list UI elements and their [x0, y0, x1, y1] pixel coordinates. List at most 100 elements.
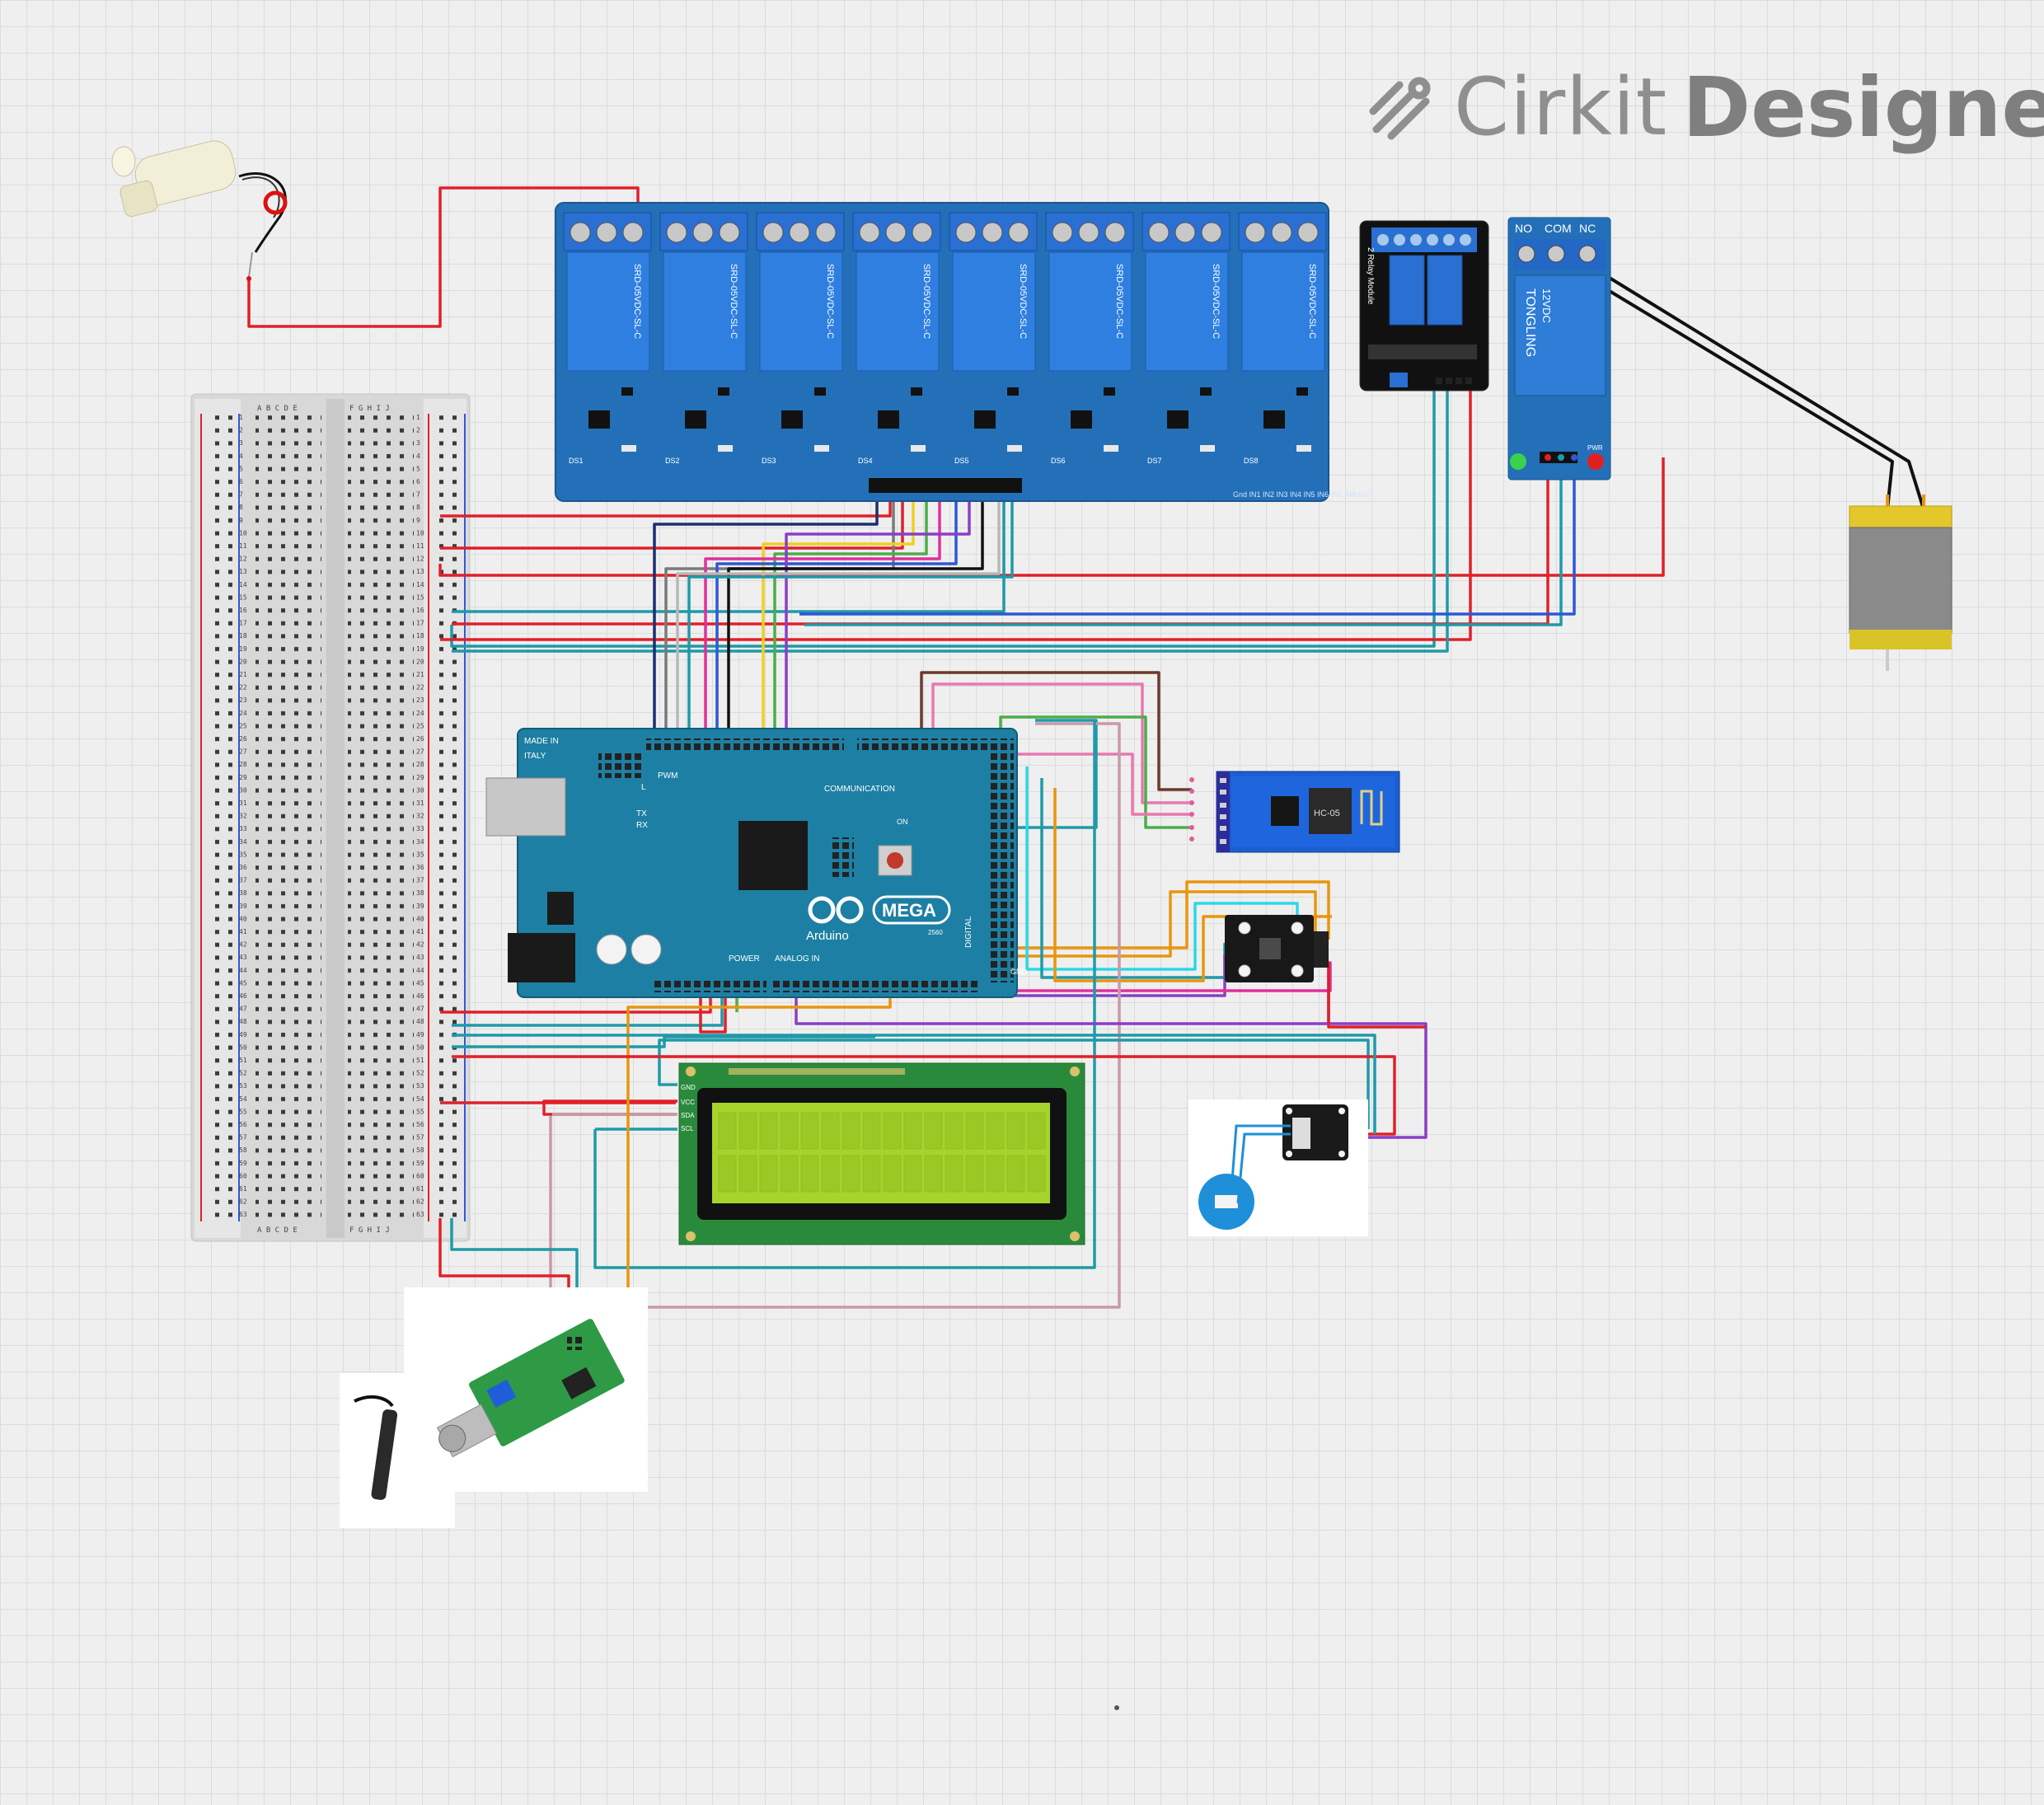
relay-module-1ch[interactable]: NO COM NC TONGLING 12VDC PWR: [1507, 217, 1611, 481]
arduino-l: L: [641, 783, 646, 792]
breadboard-row-number: 40: [416, 915, 424, 922]
wire-ard-pwr-2: [452, 986, 724, 1027]
color-sensor-tcs[interactable]: [1225, 915, 1329, 982]
breadboard-row-number: 8: [416, 504, 420, 511]
relay-text: SRD-05VDC-SL-C: [1018, 264, 1028, 339]
breadboard-row-number: 23: [239, 696, 247, 704]
tds-sensor[interactable]: [1188, 1099, 1368, 1236]
breadboard-row-number: 7: [416, 491, 420, 499]
breadboard-row-number: 45: [239, 979, 247, 987]
breadboard-row-number: 37: [416, 877, 424, 884]
breadboard-row-number: 24: [416, 710, 424, 717]
breadboard-row-number: 51: [239, 1057, 247, 1064]
breadboard-row-number: 60: [416, 1172, 424, 1179]
wire-tds-3: [1329, 1022, 1428, 1139]
breadboard-row-number: 28: [239, 761, 247, 768]
breadboard-row-number: 55: [239, 1108, 247, 1115]
breadboard-row-number: 33: [416, 825, 424, 832]
breadboard-row-number: 35: [416, 851, 424, 858]
breadboard-row-number: 53: [416, 1082, 424, 1090]
breadboard-row-number: 33: [239, 825, 247, 832]
breadboard-row-number: 20: [416, 658, 424, 665]
breadboard-row-number: 13: [416, 568, 424, 575]
breadboard-row-number: 15: [416, 593, 424, 601]
breadboard-row-number: 16: [416, 607, 424, 614]
breadboard-row-number: 44: [239, 967, 247, 974]
relay-led-label: DS4: [858, 457, 873, 465]
breadboard-row-number: 46: [239, 992, 247, 1000]
breadboard-row-number: 59: [239, 1160, 247, 1167]
breadboard-row-number: 30: [416, 786, 424, 794]
ph-sensor[interactable]: [340, 1287, 648, 1528]
breadboard-row-number: 46: [416, 992, 424, 1000]
relay1-term-com: COM: [1545, 222, 1572, 235]
breadboard-row-number: 38: [239, 889, 247, 897]
wire-lcd-sda: [549, 722, 1121, 1309]
breadboard-row-number: 52: [416, 1070, 424, 1077]
relay2-label: 2 Relay Module: [1366, 247, 1375, 305]
breadboard-row-number: 42: [416, 941, 424, 949]
relay-module-2ch[interactable]: 2 Relay Module: [1359, 220, 1489, 391]
wire-r8-in3: [762, 491, 915, 732]
breadboard-row-number: 16: [239, 607, 247, 614]
wire-bt-4: [1001, 752, 1192, 816]
breadboard-row-number: 50: [239, 1043, 247, 1051]
relay-led-label: DS7: [1147, 457, 1162, 465]
breadboard-row-number: 3: [239, 439, 243, 447]
wire-bt-2: [931, 682, 1192, 804]
bt-model: HC-05: [1314, 809, 1340, 818]
breadboard-row-number: 37: [239, 877, 247, 884]
lcd-16x2-i2c[interactable]: GND VCC SDA SCL: [678, 1062, 1085, 1245]
hc05-bluetooth-module[interactable]: HC-05: [1189, 771, 1400, 853]
arduino-analog-in: ANALOG IN: [775, 954, 819, 963]
breadboard-row-number: 36: [416, 864, 424, 871]
relay1-term-nc: NC: [1579, 222, 1596, 235]
dc-motor[interactable]: [1849, 495, 1953, 671]
breadboard-row-number: 57: [239, 1134, 247, 1142]
breadboard-row-number: 32: [416, 813, 424, 820]
arduino-gnd: GND: [1010, 968, 1028, 976]
breadboard-row-number: 56: [239, 1121, 247, 1128]
relay-led-label: DS1: [569, 457, 584, 465]
relay-led-label: DS2: [665, 457, 680, 465]
breadboard-cols-left-bottom: A B C D E: [257, 1226, 298, 1235]
breadboard-row-number: 47: [416, 1006, 424, 1013]
breadboard-row-number: 39: [416, 902, 424, 910]
water-pump[interactable]: [111, 137, 288, 281]
arduino-rx: RX: [636, 821, 648, 830]
breadboard-row-number: 10: [416, 529, 424, 537]
breadboard-row-number: 3: [416, 439, 420, 447]
arduino-sub: 2560: [928, 929, 943, 936]
breadboard-row-number: 10: [239, 529, 247, 537]
breadboard-row-number: 15: [239, 593, 247, 601]
relay-text: SRD-05VDC-SL-C: [825, 264, 835, 339]
wire-lcd-1: [658, 1038, 1370, 1129]
breadboard-row-number: 4: [239, 452, 243, 460]
breadboard-row-number: 48: [416, 1018, 424, 1025]
breadboard-row-number: 63: [239, 1211, 247, 1218]
breadboard-row-number: 26: [239, 735, 247, 743]
relay-text: SRD-05VDC-SL-C: [1114, 264, 1124, 339]
breadboard-row-number: 47: [239, 1006, 247, 1013]
breadboard-row-number: 11: [239, 542, 247, 550]
breadboard-row-number: 32: [239, 813, 247, 820]
wire-r8-misc: [687, 491, 1014, 732]
relay-module-8ch[interactable]: SRD-05VDC-SL-CDS1SRD-05VDC-SL-CDS2SRD-05…: [555, 202, 1371, 502]
lcd-pin-gnd: GND: [681, 1084, 696, 1091]
breadboard-row-number: 1: [239, 414, 243, 421]
breadboard-row-number: 39: [239, 902, 247, 910]
arduino-on: ON: [897, 818, 908, 826]
breadboard-cols-left: A B C D E: [257, 405, 298, 413]
wire-bt-1: [920, 671, 1192, 791]
breadboard-row-number: 5: [416, 465, 420, 472]
relay-text: SRD-05VDC-SL-C: [1307, 264, 1317, 339]
breadboard-row-number: 25: [416, 722, 424, 729]
arduino-mega-2560[interactable]: MADE IN ITALY PWM COMMUNICATION DIGITAL …: [485, 728, 1028, 998]
breadboard-row-number: 1: [416, 414, 420, 421]
wire-pump: [247, 186, 640, 328]
breadboard-row-number: 40: [239, 915, 247, 922]
